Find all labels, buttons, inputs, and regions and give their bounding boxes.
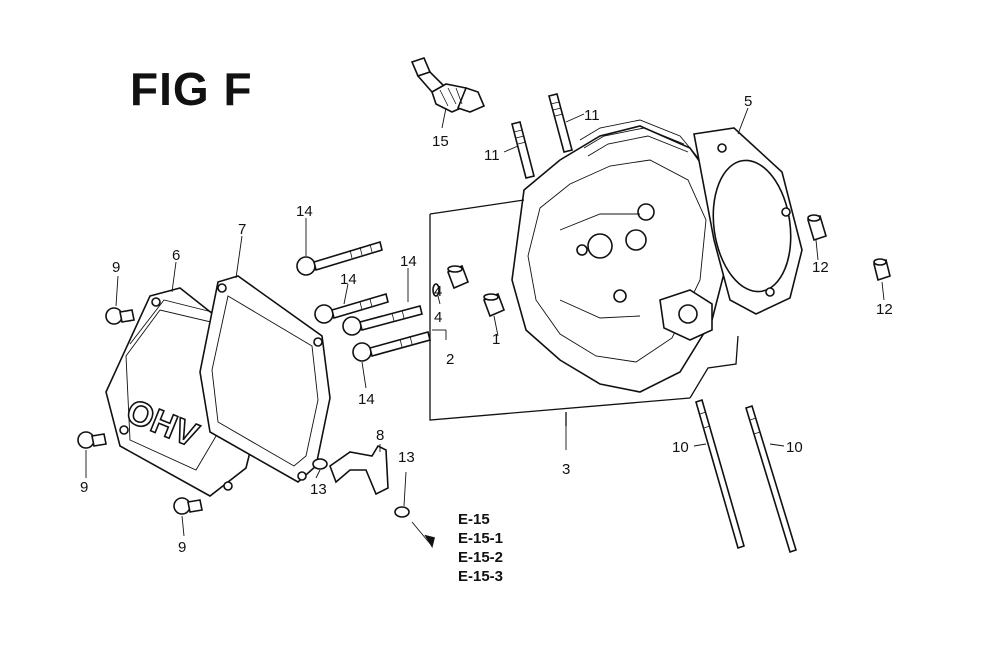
callout-14-a: 14 [296, 203, 313, 220]
assembly-bracket [429, 199, 739, 426]
stud-bolt-11a [548, 93, 573, 153]
dowel-pin-1a [446, 264, 470, 290]
spark-plug [410, 57, 486, 113]
callout-14-b: 14 [340, 271, 357, 288]
leader-lines [85, 107, 885, 549]
callout-3: 3 [562, 461, 570, 478]
head-bolt-14a [296, 240, 383, 276]
callout-4-upper: 4 [434, 283, 442, 300]
callout-10-right: 10 [786, 439, 803, 456]
callout-9-middle: 9 [80, 479, 88, 496]
callout-10-left: 10 [672, 439, 689, 456]
callout-6: 6 [172, 247, 180, 264]
push-rod-10b [745, 404, 797, 554]
reference-figure-link[interactable]: E-15-1 [458, 530, 504, 547]
callout-14-d: 14 [358, 391, 375, 408]
head-bolt-14b [314, 292, 389, 324]
callout-12-upper: 12 [812, 259, 829, 276]
callout-11-left: 11 [484, 147, 500, 164]
callout-11-right: 11 [584, 107, 600, 124]
tube-clip-13a [312, 458, 328, 470]
callout-1: 1 [492, 331, 500, 348]
callout-14-c: 14 [400, 253, 417, 270]
flange-bolt-9b [77, 431, 107, 449]
figure-title: FIG F [130, 63, 253, 115]
head-bolt-14d [352, 331, 431, 362]
dowel-pin-12b [873, 258, 891, 282]
tube-clip-13b [394, 506, 410, 518]
callout-8: 8 [376, 427, 384, 444]
breather-tube [329, 444, 389, 496]
reference-figure-list: E-15 E-15-1 E-15-2 E-15-3 [458, 510, 503, 586]
reference-figure-link[interactable]: E-15-3 [458, 568, 504, 585]
o-ring-4 [432, 283, 440, 297]
callout-9-bottom: 9 [178, 539, 186, 556]
push-rod-10a [695, 398, 745, 550]
reference-figure-link[interactable]: E-15-2 [458, 549, 504, 566]
callout-13-left: 13 [310, 481, 327, 498]
flange-bolt-9a [105, 307, 135, 325]
callout-5: 5 [744, 93, 752, 110]
head-gasket [693, 127, 803, 315]
dowel-pin-1b [482, 292, 506, 318]
head-bolt-14c [342, 305, 423, 336]
callout-2: 2 [446, 351, 454, 368]
flange-bolt-9c [173, 497, 203, 515]
reference-figure-link[interactable]: E-15 [458, 511, 490, 528]
callout-7: 7 [238, 221, 246, 238]
cylinder-head [511, 119, 731, 393]
callout-12-lower: 12 [876, 301, 893, 318]
callout-13-right: 13 [398, 449, 415, 466]
stud-bolt-11b [511, 121, 535, 179]
callout-9-top: 9 [112, 259, 120, 276]
callout-4-lower: 4 [434, 309, 442, 326]
callout-labels: 1 2 3 4 4 5 6 7 8 9 9 9 10 10 11 11 12 1… [80, 93, 893, 556]
callout-15: 15 [432, 133, 449, 150]
dowel-pin-12a [807, 214, 827, 242]
